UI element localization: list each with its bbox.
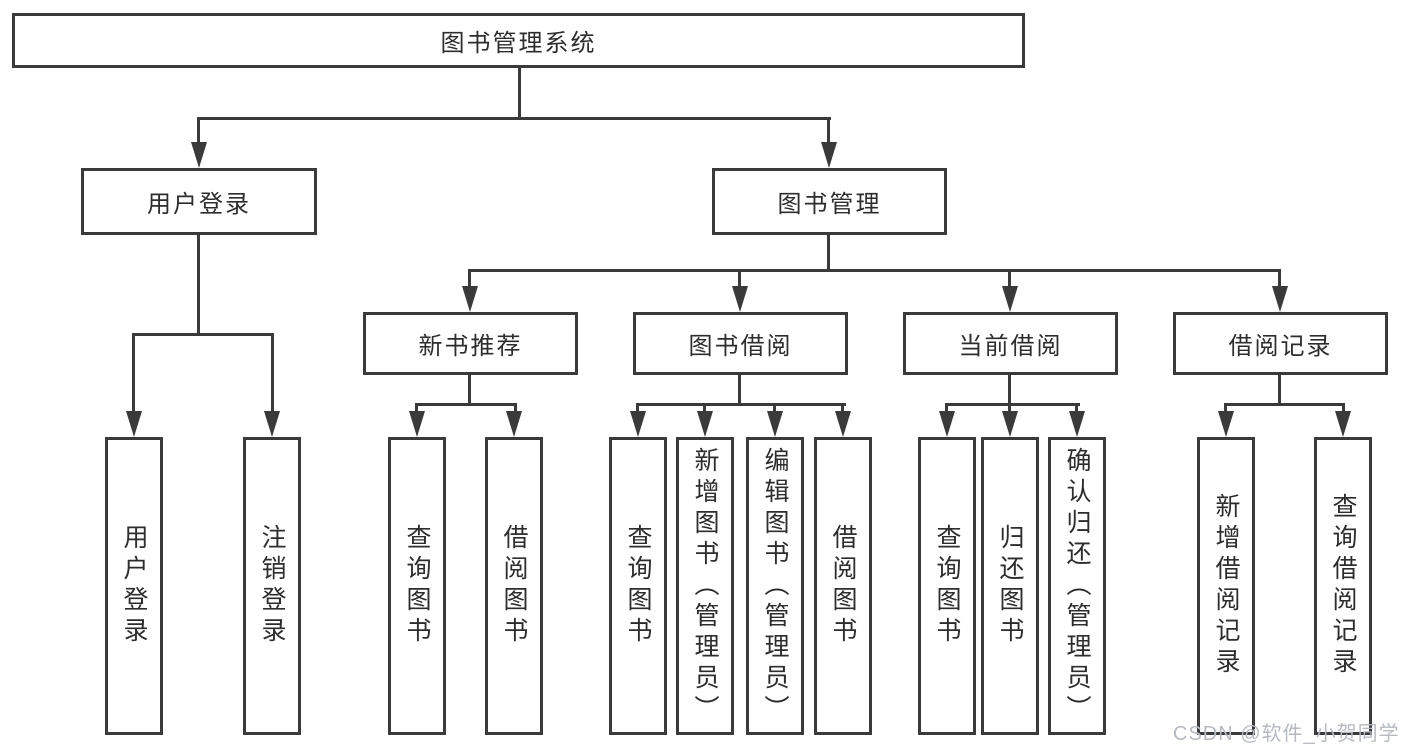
node-current-borrow: 当前借阅 — [903, 312, 1118, 375]
arrowhead — [1272, 286, 1288, 312]
connector-line — [518, 68, 521, 118]
connector-line — [1342, 403, 1345, 415]
connector-line — [636, 403, 639, 415]
node-new-book-recommend: 新书推荐 — [363, 312, 578, 375]
connector-line — [1224, 403, 1227, 415]
connector-line — [468, 375, 471, 405]
connector-line — [945, 403, 1080, 406]
watermark: CSDN @软件_小贺同学 — [1173, 723, 1400, 745]
arrowhead — [732, 286, 748, 312]
arrowhead — [821, 142, 837, 168]
connector-line — [703, 403, 706, 415]
arrowhead — [630, 411, 646, 437]
connector-line — [1008, 269, 1011, 289]
connector-line — [468, 269, 1281, 272]
leaf-add-books-admin: 新增图书（管理员） — [676, 437, 734, 735]
connector-line — [1008, 403, 1011, 415]
node-book-borrow: 图书借阅 — [633, 312, 848, 375]
leaf-confirm-return-admin: 确认归还（管理员） — [1048, 437, 1106, 735]
connector-line — [415, 403, 418, 415]
arrowhead — [126, 411, 142, 437]
leaf-borrow-books: 借阅图书 — [814, 437, 872, 735]
node-book-management: 图书管理 — [712, 168, 947, 235]
leaf-borrow-books-new: 借阅图书 — [485, 437, 543, 735]
arrowhead — [1218, 411, 1234, 437]
arrowhead — [1335, 411, 1351, 437]
connector-line — [945, 403, 948, 415]
leaf-logout: 注销登录 — [243, 437, 301, 735]
arrowhead — [835, 411, 851, 437]
connector-line — [827, 117, 830, 145]
arrowhead — [264, 411, 280, 437]
arrowhead — [191, 142, 207, 168]
connector-line — [197, 235, 200, 335]
leaf-query-borrow-record: 查询借阅记录 — [1314, 437, 1372, 735]
arrowhead — [1002, 286, 1018, 312]
connector-line — [197, 117, 200, 145]
connector-line — [271, 333, 274, 413]
connector-line — [636, 403, 846, 406]
connector-line — [132, 333, 135, 413]
leaf-query-books-current: 查询图书 — [918, 437, 976, 735]
arrowhead — [506, 411, 522, 437]
arrowhead — [1002, 411, 1018, 437]
connector-line — [132, 333, 274, 336]
connector-line — [1278, 269, 1281, 289]
arrowhead — [767, 411, 783, 437]
connector-line — [197, 117, 831, 120]
connector-line — [738, 375, 741, 405]
arrowhead — [1069, 411, 1085, 437]
connector-line — [1008, 375, 1011, 405]
leaf-query-books-new: 查询图书 — [388, 437, 446, 735]
node-borrow-records: 借阅记录 — [1173, 312, 1388, 375]
leaf-edit-books-admin: 编辑图书（管理员） — [746, 437, 804, 735]
arrowhead — [462, 286, 478, 312]
connector-line — [514, 403, 517, 415]
connector-line — [468, 269, 471, 289]
leaf-return-books: 归还图书 — [981, 437, 1039, 735]
arrowhead — [697, 411, 713, 437]
connector-line — [738, 269, 741, 289]
connector-line — [827, 235, 830, 271]
connector-line — [415, 403, 517, 406]
connector-line — [773, 403, 776, 415]
arrowhead — [409, 411, 425, 437]
node-user-login: 用户登录 — [81, 168, 317, 235]
connector-line — [841, 403, 844, 415]
node-root: 图书管理系统 — [12, 13, 1025, 68]
connector-line — [1278, 375, 1281, 405]
arrowhead — [939, 411, 955, 437]
leaf-query-books-borrow: 查询图书 — [609, 437, 667, 735]
leaf-user-login: 用户登录 — [105, 437, 163, 735]
leaf-add-borrow-record: 新增借阅记录 — [1197, 437, 1255, 735]
connector-line — [1224, 403, 1345, 406]
connector-line — [1075, 403, 1078, 415]
